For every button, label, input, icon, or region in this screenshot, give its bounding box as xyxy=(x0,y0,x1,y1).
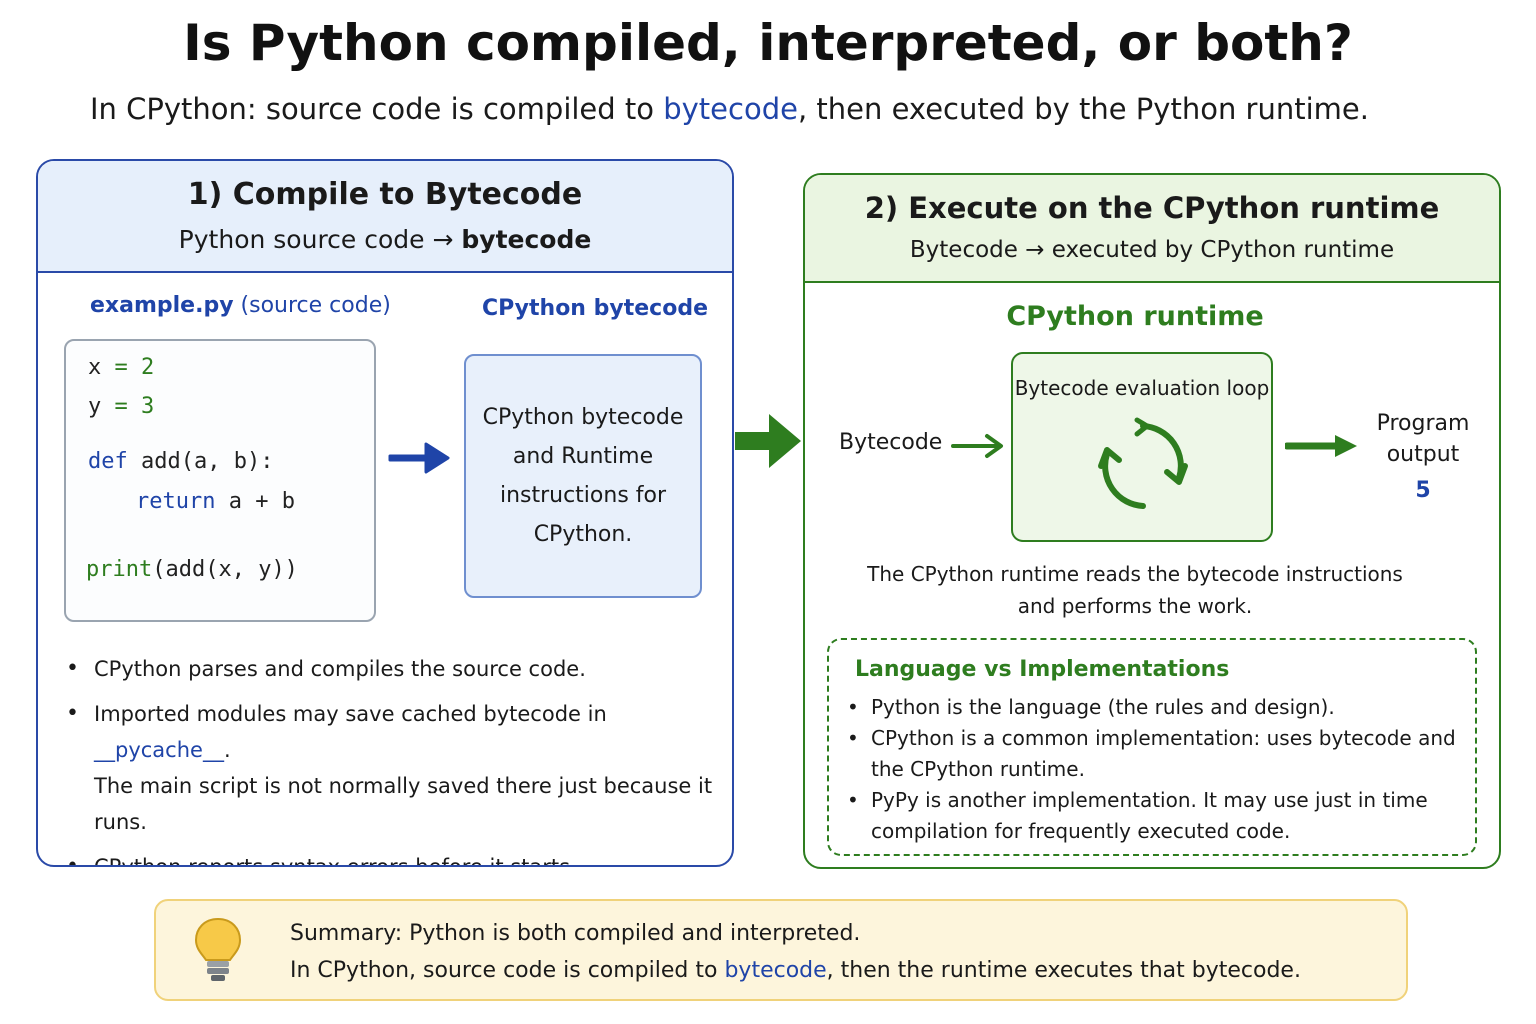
bytecode-box: CPython bytecode and Runtime instruction… xyxy=(464,354,702,598)
input-bytecode-label: Bytecode xyxy=(839,430,943,455)
eval-loop-box: Bytecode evaluation loop xyxy=(1011,352,1273,542)
subtitle-post: , then executed by the Python runtime. xyxy=(797,92,1369,126)
runtime-label: CPython runtime xyxy=(1006,301,1264,332)
bytecode-label: CPython bytecode xyxy=(482,296,708,321)
compile-panel: 1) Compile to Bytecode Python source cod… xyxy=(36,159,734,867)
language-vs-implementations-box: Language vs Implementations Python is th… xyxy=(827,638,1477,856)
source-file-name: example.py xyxy=(90,293,234,318)
lightbulb-icon xyxy=(194,917,242,981)
program-output-value: 5 xyxy=(1415,478,1431,503)
pycache-text: __pycache__ xyxy=(94,738,224,762)
list-item: Python is the language (the rules and de… xyxy=(847,692,1457,723)
code-line-4: return a + b xyxy=(136,489,295,514)
compile-subtitle-bold: bytecode xyxy=(461,225,592,254)
arrow-right-icon xyxy=(388,442,450,474)
subtitle-pre: In CPython: source code is compiled to xyxy=(90,92,664,126)
summary-highlight: bytecode xyxy=(724,958,827,983)
compile-panel-title: 1) Compile to Bytecode xyxy=(187,177,583,212)
eval-loop-label: Bytecode evaluation loop xyxy=(1014,376,1270,400)
arrow-right-icon xyxy=(951,434,1003,458)
source-code-box: x = 2 y = 3 def add(a, b): return a + b … xyxy=(64,339,376,622)
code-line-3: def add(a, b): xyxy=(88,449,274,474)
list-item: Imported modules may save cached bytecod… xyxy=(66,696,726,840)
page-title: Is Python compiled, interpreted, or both… xyxy=(183,14,1353,72)
compile-panel-header: 1) Compile to Bytecode Python source cod… xyxy=(38,161,732,273)
code-line-5: print(add(x, y)) xyxy=(86,557,298,582)
summary-line-1: Summary: Python is both compiled and int… xyxy=(290,921,861,946)
execute-panel-title: 2) Execute on the CPython runtime xyxy=(864,191,1440,225)
execute-panel: 2) Execute on the CPython runtime Byteco… xyxy=(803,173,1501,869)
code-line-1: x = 2 xyxy=(88,355,155,380)
runtime-description: The CPython runtime reads the bytecode i… xyxy=(867,562,1403,618)
page-subtitle: In CPython: source code is compiled to b… xyxy=(90,92,1369,126)
program-output-label: Program output xyxy=(1376,411,1470,467)
subtitle-highlight: bytecode xyxy=(663,92,798,126)
code-line-2: y = 3 xyxy=(88,394,155,419)
compile-bullets: CPython parses and compiles the source c… xyxy=(66,651,726,865)
implementation-bullets: Python is the language (the rules and de… xyxy=(847,692,1457,847)
compile-subtitle-pre: Python source code → xyxy=(178,225,462,254)
summary-text: Summary: Python is both compiled and int… xyxy=(290,915,1301,989)
arrow-right-icon xyxy=(735,414,801,468)
list-item: PyPy is another implementation. It may u… xyxy=(847,785,1457,847)
execute-panel-header: 2) Execute on the CPython runtime Byteco… xyxy=(805,175,1499,283)
summary-box: Summary: Python is both compiled and int… xyxy=(154,899,1408,1001)
source-code-label: example.py (source code) xyxy=(90,293,391,318)
list-item: CPython reports syntax errors before it … xyxy=(66,849,604,865)
compile-panel-subtitle: Python source code → bytecode xyxy=(38,225,732,254)
refresh-cycle-icon xyxy=(1098,417,1188,509)
arrow-right-icon xyxy=(1285,435,1357,457)
source-label-rest: (source code) xyxy=(233,293,391,318)
bytecode-box-text: CPython bytecode and Runtime instruction… xyxy=(482,405,684,547)
execute-panel-subtitle: Bytecode → executed by CPython runtime xyxy=(909,237,1395,263)
summary-line-2: In CPython, source code is compiled to b… xyxy=(290,958,1301,983)
list-item: CPython parses and compiles the source c… xyxy=(66,651,726,687)
language-vs-implementations-title: Language vs Implementations xyxy=(855,657,1230,682)
list-item: CPython is a common implementation: uses… xyxy=(847,723,1457,785)
